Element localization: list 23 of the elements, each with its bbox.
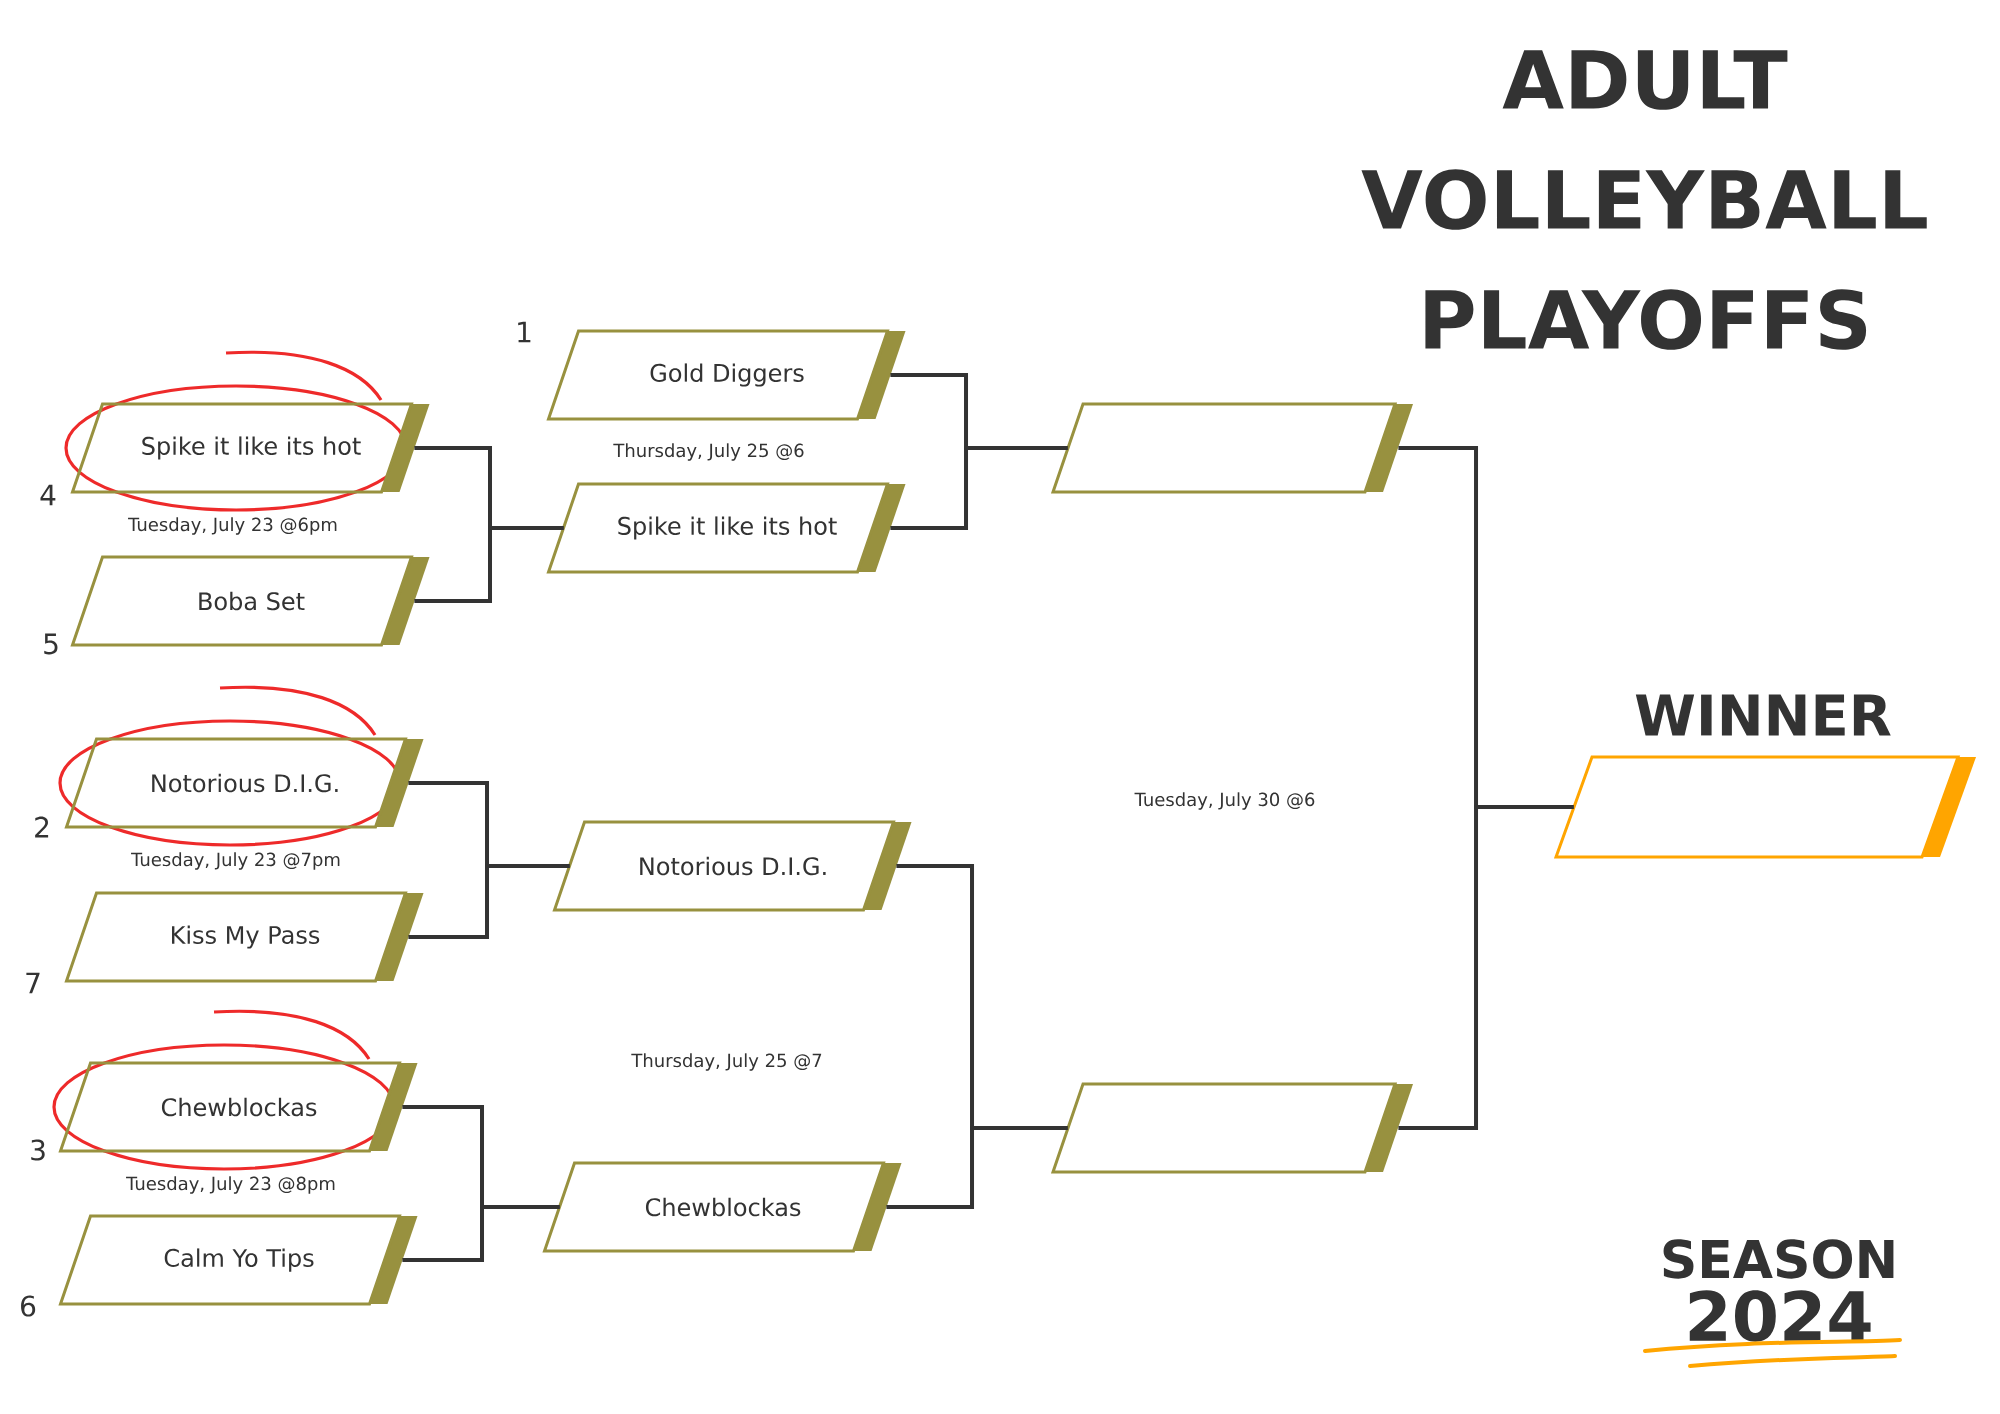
seed-number: 1 — [518, 321, 531, 343]
seed-number: 3 — [31, 1139, 45, 1161]
title: ADULT VOLLEYBALL PLAYOFFS — [1361, 50, 1927, 350]
season-label: SEASON — [1663, 1239, 1894, 1279]
seed-number: 4 — [40, 484, 56, 506]
bracket-line — [1398, 805, 1574, 1130]
seed-number: 5 — [44, 633, 58, 655]
date-label: Tuesday, July 23 @6pm — [128, 517, 337, 535]
seed-number: 7 — [26, 972, 40, 994]
date-label: Tuesday, July 23 @8pm — [126, 1176, 335, 1194]
bracket-line — [886, 1126, 1068, 1209]
year-label: 2024 — [1689, 1290, 1871, 1342]
winner-heading: WINNER — [1635, 694, 1891, 736]
bracket-line — [402, 1205, 560, 1262]
bracket-line — [414, 526, 564, 603]
seed-number: 6 — [21, 1295, 36, 1317]
seed-number: 2 — [35, 816, 49, 838]
bracket-line — [408, 864, 570, 939]
bracket-line — [890, 446, 1068, 530]
date-label: Thursday, July 25 @7 — [631, 1053, 822, 1071]
date-label: Thursday, July 25 @6 — [613, 443, 804, 461]
date-label: Tuesday, July 23 @7pm — [131, 852, 340, 870]
date-label: Tuesday, July 30 @6 — [1134, 792, 1315, 810]
